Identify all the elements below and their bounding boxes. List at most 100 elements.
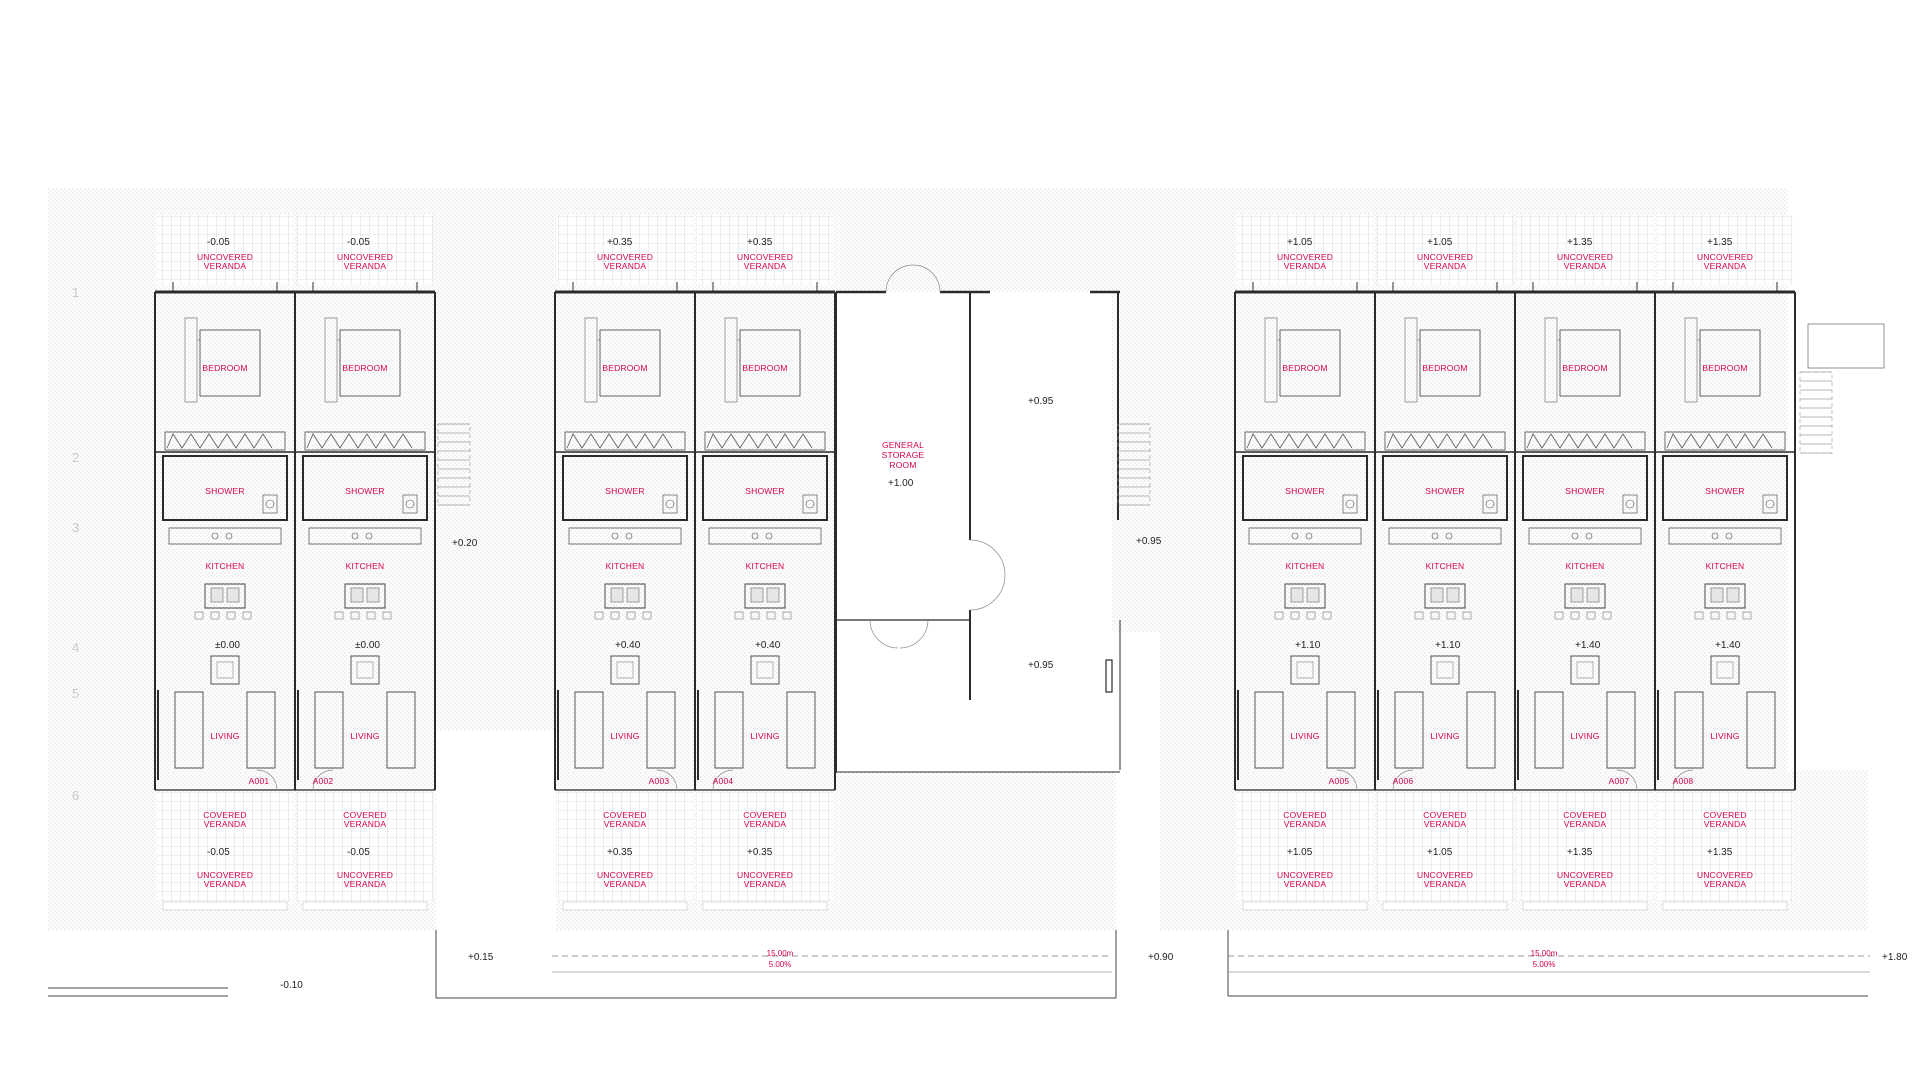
uncovered-veranda-label: UNCOVERED bbox=[1557, 870, 1613, 880]
living-level: ±0.00 bbox=[355, 640, 380, 651]
uncovered-veranda-label: VERANDA bbox=[204, 879, 247, 889]
uncovered-veranda-level: +0.35 bbox=[747, 237, 773, 248]
level-path-right: +1.80 bbox=[1882, 952, 1908, 963]
level-ground-left: -0.10 bbox=[280, 980, 303, 991]
stair-flight bbox=[437, 423, 471, 506]
storage-label-line3: ROOM bbox=[889, 460, 916, 470]
general-storage-room: GENERAL STORAGE ROOM +1.00 bbox=[835, 264, 1121, 773]
grid-number-1: 1 bbox=[72, 285, 79, 300]
uncovered-veranda-label: VERANDA bbox=[1704, 261, 1747, 271]
covered-veranda-level: +1.35 bbox=[1707, 847, 1733, 858]
site-levels: +0.20 +0.95 +0.95 +0.95 -0.10 +0.15 +0.9… bbox=[280, 396, 1908, 991]
bedroom-label: BEDROOM bbox=[1702, 363, 1747, 373]
uncovered-veranda-label: VERANDA bbox=[1284, 261, 1327, 271]
uncovered-veranda-label: UNCOVERED bbox=[1277, 870, 1333, 880]
shower-label: SHOWER bbox=[345, 486, 384, 496]
uncovered-veranda-label: VERANDA bbox=[604, 261, 647, 271]
uncovered-veranda-level: +0.35 bbox=[607, 237, 633, 248]
unit-id: A005 bbox=[1329, 776, 1350, 786]
uncovered-veranda-label: VERANDA bbox=[1564, 261, 1607, 271]
covered-veranda-label: COVERED bbox=[1563, 810, 1606, 820]
ramps: 15.00m 5.00% 15.00m 5.00% bbox=[48, 930, 1870, 999]
living-label: LIVING bbox=[1430, 731, 1459, 741]
living-label: LIVING bbox=[350, 731, 379, 741]
kitchen-label: KITCHEN bbox=[1286, 561, 1325, 571]
uncovered-veranda-label: VERANDA bbox=[344, 879, 387, 889]
living-level: +1.40 bbox=[1575, 640, 1601, 651]
stairs bbox=[437, 323, 1885, 506]
apartment-unit: -0.05UNCOVEREDVERANDABEDROOMSHOWERKITCHE… bbox=[294, 215, 436, 911]
uncovered-veranda-label: VERANDA bbox=[1424, 879, 1467, 889]
uncovered-veranda-label: VERANDA bbox=[1704, 879, 1747, 889]
ramp-length-2: 15.00m bbox=[1531, 949, 1558, 958]
uncovered-veranda-label: VERANDA bbox=[1284, 879, 1327, 889]
living-level: +1.40 bbox=[1715, 640, 1741, 651]
unit-id: A002 bbox=[313, 776, 334, 786]
covered-veranda-level: +1.05 bbox=[1427, 847, 1453, 858]
shower-label: SHOWER bbox=[1425, 486, 1464, 496]
grid-number-3: 3 bbox=[72, 520, 79, 535]
covered-veranda-label: COVERED bbox=[603, 810, 646, 820]
covered-veranda-label: COVERED bbox=[1423, 810, 1466, 820]
apartment-unit: +1.35UNCOVEREDVERANDABEDROOMSHOWERKITCHE… bbox=[1654, 215, 1796, 911]
apartment-unit: +1.05 UNCOVERED VERANDA BEDROOM SHOWER KITCHE… bbox=[1374, 215, 1516, 911]
level-stair-left: +0.20 bbox=[452, 538, 478, 549]
shower-label: SHOWER bbox=[1565, 486, 1604, 496]
uncovered-veranda-label: UNCOVERED bbox=[1557, 252, 1613, 262]
uncovered-veranda-label: UNCOVERED bbox=[1277, 252, 1333, 262]
uncovered-veranda-label: VERANDA bbox=[744, 261, 787, 271]
uncovered-veranda-label: VERANDA bbox=[1564, 879, 1607, 889]
uncovered-veranda-level: +1.35 bbox=[1707, 237, 1733, 248]
covered-veranda-label: VERANDA bbox=[1704, 819, 1747, 829]
covered-veranda-label: VERANDA bbox=[344, 819, 387, 829]
apartment-units: -0.05UNCOVEREDVERANDABEDROOMSHOWERKITCHE… bbox=[154, 215, 1796, 911]
uncovered-veranda-level: +1.35 bbox=[1567, 237, 1593, 248]
apartment-unit: +1.05UNCOVEREDVERANDABEDROOMSHOWERKITCHE… bbox=[1234, 215, 1376, 911]
storage-label-line1: GENERAL bbox=[882, 440, 924, 450]
kitchen-label: KITCHEN bbox=[1566, 561, 1605, 571]
covered-veranda-label: VERANDA bbox=[604, 819, 647, 829]
covered-veranda-level: +0.35 bbox=[607, 847, 633, 858]
grid-number-5: 5 bbox=[72, 686, 79, 701]
living-level: +0.40 bbox=[755, 640, 781, 651]
uncovered-veranda-label: UNCOVERED bbox=[1417, 252, 1473, 262]
uncovered-veranda-label: UNCOVERED bbox=[197, 252, 253, 262]
apartment-unit: +0.35UNCOVEREDVERANDABEDROOMSHOWERKITCHE… bbox=[694, 215, 836, 911]
bedroom-label: BEDROOM bbox=[202, 363, 247, 373]
bedroom-label: BEDROOM bbox=[1422, 363, 1467, 373]
uncovered-veranda-level: -0.05 bbox=[207, 237, 230, 248]
living-level: +1.10 bbox=[1295, 640, 1321, 651]
level-plaza-bottom: +0.95 bbox=[1028, 660, 1054, 671]
living-level: +0.40 bbox=[615, 640, 641, 651]
shower-label: SHOWER bbox=[1705, 486, 1744, 496]
covered-veranda-label: COVERED bbox=[343, 810, 386, 820]
unit-id: A007 bbox=[1609, 776, 1630, 786]
unit-id: A006 bbox=[1393, 776, 1414, 786]
level-path-mid: +0.90 bbox=[1148, 952, 1174, 963]
kitchen-label: KITCHEN bbox=[606, 561, 645, 571]
covered-veranda-label: VERANDA bbox=[744, 819, 787, 829]
level-plaza-top: +0.95 bbox=[1028, 396, 1054, 407]
covered-veranda-level: -0.05 bbox=[347, 847, 370, 858]
covered-veranda-level: -0.05 bbox=[207, 847, 230, 858]
uncovered-veranda-label: UNCOVERED bbox=[597, 252, 653, 262]
kitchen-label: KITCHEN bbox=[206, 561, 245, 571]
covered-veranda-level: +1.05 bbox=[1287, 847, 1313, 858]
living-label: LIVING bbox=[210, 731, 239, 741]
uncovered-veranda-label: VERANDA bbox=[604, 879, 647, 889]
stair-flight bbox=[1117, 423, 1151, 506]
living-label: LIVING bbox=[750, 731, 779, 741]
shower-label: SHOWER bbox=[205, 486, 244, 496]
uncovered-veranda-label: VERANDA bbox=[744, 879, 787, 889]
kitchen-label: KITCHEN bbox=[746, 561, 785, 571]
uncovered-veranda-level: +1.05 bbox=[1287, 237, 1313, 248]
level-path-left: +0.15 bbox=[468, 952, 494, 963]
ramp-slope-2: 5.00% bbox=[1533, 960, 1556, 969]
apartment-unit: +1.35UNCOVEREDVERANDABEDROOMSHOWERKITCHE… bbox=[1514, 215, 1656, 911]
uncovered-veranda-label: UNCOVERED bbox=[737, 870, 793, 880]
uncovered-veranda-label: UNCOVERED bbox=[337, 252, 393, 262]
uncovered-veranda-label: VERANDA bbox=[344, 261, 387, 271]
unit-id: A004 bbox=[713, 776, 734, 786]
uncovered-veranda-level: -0.05 bbox=[347, 237, 370, 248]
kitchen-label: KITCHEN bbox=[1426, 561, 1465, 571]
